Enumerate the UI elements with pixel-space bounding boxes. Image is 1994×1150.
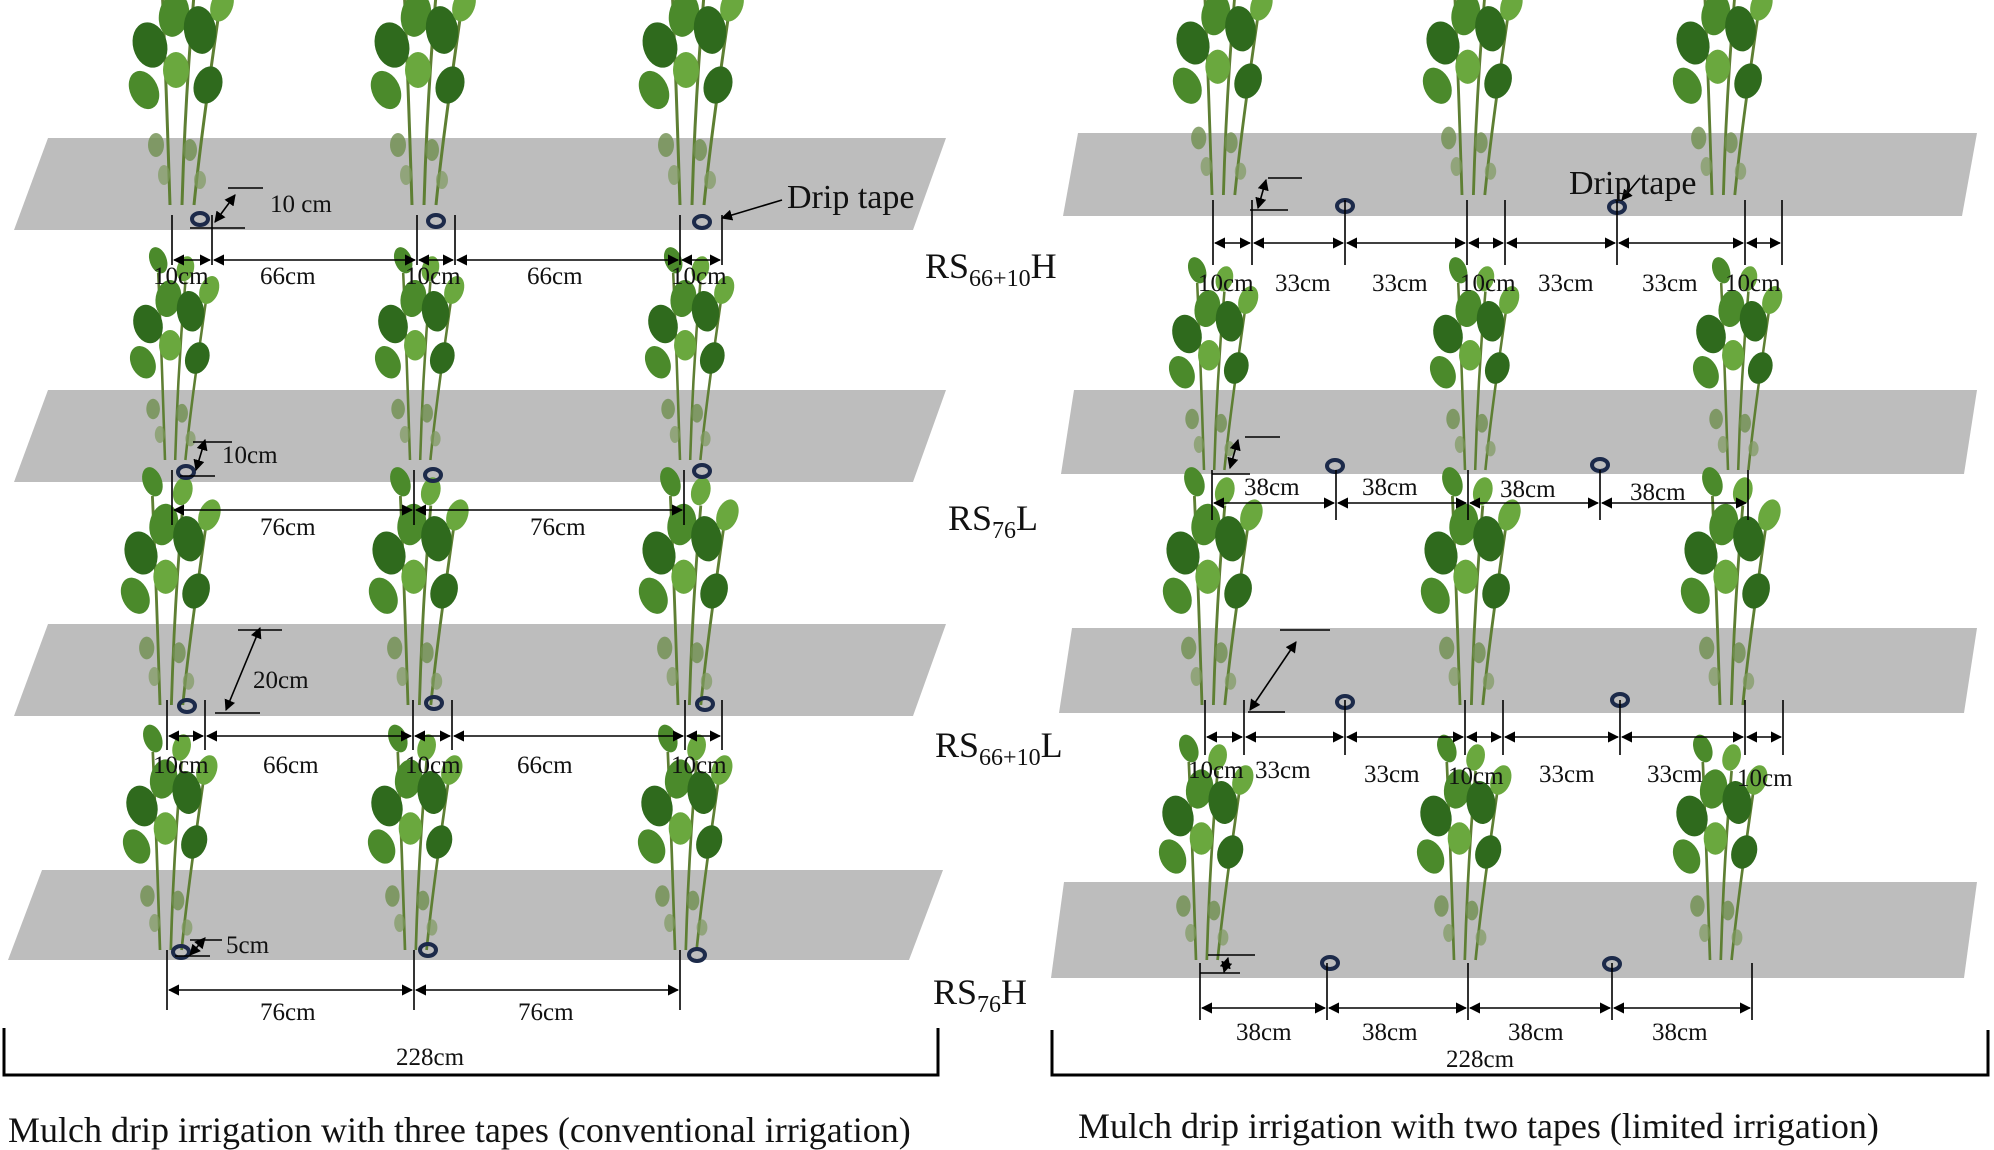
right-row1-dim-4: 10cm bbox=[1460, 270, 1516, 297]
left-total-width-label: 228cm bbox=[396, 1044, 465, 1071]
right-row2-dim-2: 38cm bbox=[1362, 474, 1418, 501]
drip-tape-icon bbox=[423, 467, 443, 483]
right-row3-dim-6: 33cm bbox=[1647, 761, 1703, 788]
right-panel: Drip tape 10cm 33cm 33cm 10cm 33cm 33cm … bbox=[1078, 165, 1879, 1146]
drip-tape-icon bbox=[176, 464, 196, 480]
right-row2-dim-4: 38cm bbox=[1630, 479, 1686, 506]
treatment-label-rs66h: RS66+10H bbox=[925, 246, 1057, 292]
right-row1-spacing-arrow bbox=[1255, 178, 1269, 210]
drip-tape-icon bbox=[424, 695, 444, 711]
right-row3-spacing-arrow bbox=[1249, 641, 1297, 711]
drip-tape-icon bbox=[1325, 458, 1345, 474]
right-total-width-bracket bbox=[1050, 1030, 1990, 1077]
left-row1-dim-3: 10cm bbox=[405, 263, 461, 290]
left-row3-dim-1: 10cm bbox=[153, 752, 209, 779]
drip-tape-icon bbox=[171, 944, 191, 960]
left-row1-dim-2: 66cm bbox=[260, 263, 316, 290]
left-row1-spacing-label: 10 cm bbox=[270, 191, 332, 218]
right-row1-dim-2: 33cm bbox=[1275, 270, 1331, 297]
right-row3-dim-1: 10cm bbox=[1188, 757, 1244, 784]
right-row4-dim-1: 38cm bbox=[1236, 1019, 1292, 1046]
left-row3-spacing-label: 20cm bbox=[253, 667, 309, 694]
mulch-film-strip-6 bbox=[1061, 390, 1977, 474]
right-row3-dim-5: 33cm bbox=[1539, 761, 1595, 788]
mulch-film-strip-5 bbox=[1063, 133, 1977, 216]
left-row2-spacing-arrow bbox=[193, 438, 208, 472]
right-row3-dim-2: 33cm bbox=[1255, 757, 1311, 784]
right-row1-dim-5: 33cm bbox=[1538, 270, 1594, 297]
left-row1-dim-1: 10cm bbox=[153, 263, 209, 290]
right-row2-dim-1: 38cm bbox=[1244, 474, 1300, 501]
left-row3-dim-5: 10cm bbox=[671, 752, 727, 779]
right-row3-dim-3: 33cm bbox=[1364, 761, 1420, 788]
left-row1-dim-5: 10cm bbox=[671, 263, 727, 290]
right-row4-dim-2: 38cm bbox=[1362, 1019, 1418, 1046]
mulch-film-strip-2 bbox=[14, 390, 946, 482]
structure-lines bbox=[2, 177, 1990, 1077]
right-row3-dim-7: 10cm bbox=[1737, 765, 1793, 792]
right-row2-spacing-arrow bbox=[1227, 438, 1241, 470]
left-row3-spacing-arrow bbox=[224, 626, 262, 712]
left-row3-dim-3: 10cm bbox=[405, 752, 461, 779]
left-row1-spacing-arrow bbox=[214, 194, 236, 223]
drip-tape-icon bbox=[692, 463, 712, 479]
left-row4-spacing-label: 5cm bbox=[226, 932, 270, 959]
left-panel: 10 cm Drip tape 10cm 66cm 10cm 66cm 10cm… bbox=[8, 179, 914, 1150]
drip-tape-icon bbox=[687, 947, 707, 963]
left-row1-dim-4: 66cm bbox=[527, 263, 583, 290]
drip-tape-icon bbox=[177, 698, 197, 714]
treatment-label-rs76h: RS76H bbox=[933, 972, 1027, 1018]
left-row4-dim-2: 76cm bbox=[518, 999, 574, 1026]
left-row4-spacing-arrow bbox=[189, 937, 206, 956]
treatment-label-rs66l: RS66+10L bbox=[935, 725, 1063, 771]
drip-tape-label-left: Drip tape bbox=[787, 179, 914, 216]
drip-tape-icon bbox=[695, 696, 715, 712]
left-caption: Mulch drip irrigation with three tapes (… bbox=[8, 1110, 911, 1150]
drip-tape-icon bbox=[190, 211, 210, 227]
left-row2-dim-2: 76cm bbox=[530, 514, 586, 541]
left-total-width-bracket bbox=[2, 1028, 940, 1077]
mulch-film-strip-1 bbox=[14, 138, 946, 230]
right-row1-dim-1: 10cm bbox=[1198, 270, 1254, 297]
drip-tape-icon bbox=[418, 942, 438, 958]
right-caption: Mulch drip irrigation with two tapes (li… bbox=[1078, 1106, 1879, 1146]
left-row2-dim-1: 76cm bbox=[260, 514, 316, 541]
drip-tape-pointer-left bbox=[720, 199, 783, 221]
drip-tape-icon bbox=[426, 213, 446, 229]
right-total-width-label: 228cm bbox=[1446, 1046, 1515, 1073]
right-row4-dim-3: 38cm bbox=[1508, 1019, 1564, 1046]
right-row4-spacing-arrow bbox=[1219, 956, 1233, 974]
right-row1-dim-6: 33cm bbox=[1642, 270, 1698, 297]
mulch-film-strip-4 bbox=[8, 870, 943, 960]
right-row2-dim-3: 38cm bbox=[1500, 476, 1556, 503]
right-row3-dim-4: 10cm bbox=[1448, 763, 1504, 790]
right-row1-dim-7: 10cm bbox=[1725, 270, 1781, 297]
left-row4-dim-1: 76cm bbox=[260, 999, 316, 1026]
treatment-labels: RS66+10H RS76L RS66+10L RS76H bbox=[925, 246, 1063, 1018]
left-row2-spacing-label: 10cm bbox=[222, 442, 278, 469]
treatment-label-rs76l: RS76L bbox=[948, 498, 1038, 544]
right-row1-dim-3: 33cm bbox=[1372, 270, 1428, 297]
right-row4-dim-4: 38cm bbox=[1652, 1019, 1708, 1046]
drip-tape-pointer-right bbox=[1621, 177, 1641, 201]
drip-tape-icon bbox=[1320, 955, 1340, 971]
left-row3-dim-2: 66cm bbox=[263, 752, 319, 779]
drip-tape-label-right: Drip tape bbox=[1569, 165, 1696, 202]
left-row3-dim-4: 66cm bbox=[517, 752, 573, 779]
mulch-film-strip-8 bbox=[1051, 882, 1977, 978]
drip-tape-icon bbox=[692, 214, 712, 230]
